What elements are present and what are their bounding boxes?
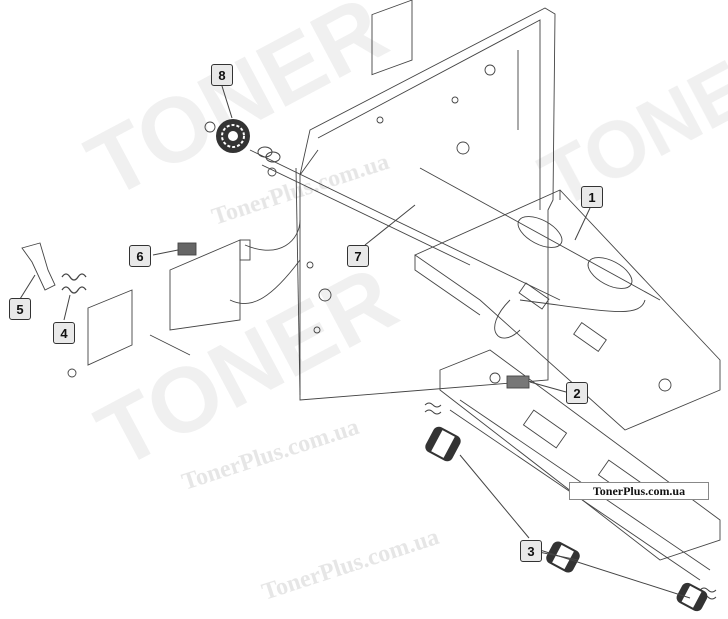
watermark-background: TONER TONER TONER (72, 0, 728, 488)
gear-8 (216, 119, 250, 153)
roller-sleeve-1a (517, 216, 563, 248)
watermark-site-label: TonerPlus.com.ua (569, 482, 709, 500)
guide-pin (149, 334, 191, 356)
e-clip-4 (489, 372, 501, 384)
idler-bushing (257, 146, 281, 163)
sensor-bracket (169, 239, 241, 331)
frame-hole-1 (456, 141, 470, 155)
leader-lines (19, 85, 691, 599)
callout-2: 2 (566, 382, 588, 404)
watermark-site-3: TonerPlus.com.ua (259, 524, 442, 606)
shaft-7 (249, 149, 561, 301)
spring-4 (61, 273, 87, 294)
callout-6: 6 (129, 245, 151, 267)
leader-2 (529, 381, 567, 393)
e-clip-3 (658, 378, 672, 392)
frame-hole-2 (484, 64, 496, 76)
paper-tray-lip (414, 190, 561, 316)
actuator-5 (21, 242, 56, 291)
small-spring-1 (424, 402, 442, 415)
leader-6 (152, 249, 179, 256)
frame-hole-6 (451, 96, 459, 104)
callout-1: 1 (581, 186, 603, 208)
leader-7 (364, 204, 416, 246)
leader-1 (574, 207, 591, 241)
switch-2 (506, 375, 530, 389)
watermark-site-1: TonerPlus.com.ua (209, 149, 392, 231)
callout-3: 3 (520, 540, 542, 562)
leader-4 (63, 294, 71, 321)
sensor-6 (177, 242, 197, 256)
leader-8 (221, 85, 233, 119)
screw (67, 368, 77, 378)
leader-3c (539, 549, 691, 599)
cover-plate (87, 289, 133, 366)
callout-8: 8 (211, 64, 233, 86)
leader-3a (459, 454, 530, 539)
connector-harness (239, 239, 251, 261)
tray-slot-1 (573, 322, 607, 352)
vertical-rod (295, 167, 301, 396)
frame-hole-4 (306, 261, 314, 269)
callout-7: 7 (347, 245, 369, 267)
frame-hole-3 (318, 288, 332, 302)
callout-4: 4 (53, 322, 75, 344)
side-frame-plate (299, 7, 556, 401)
frame-window-1 (371, 0, 413, 76)
frame-hole-5 (313, 326, 321, 334)
lower-tray-plate (439, 349, 721, 561)
watermark-brand-3: TONER (526, 16, 728, 225)
leader-5 (19, 274, 36, 300)
side-frame-inner-edge (299, 19, 541, 210)
e-clip-1 (204, 121, 216, 133)
e-clip-2 (267, 167, 277, 177)
callout-5: 5 (9, 298, 31, 320)
cable-harness (229, 219, 646, 339)
frame-hole-7 (376, 116, 384, 124)
lower-slot-1 (522, 409, 568, 449)
roller-sleeve-1b (587, 257, 633, 289)
pick-rollers-3 (425, 426, 708, 612)
roller-shaft-1 (419, 167, 661, 301)
